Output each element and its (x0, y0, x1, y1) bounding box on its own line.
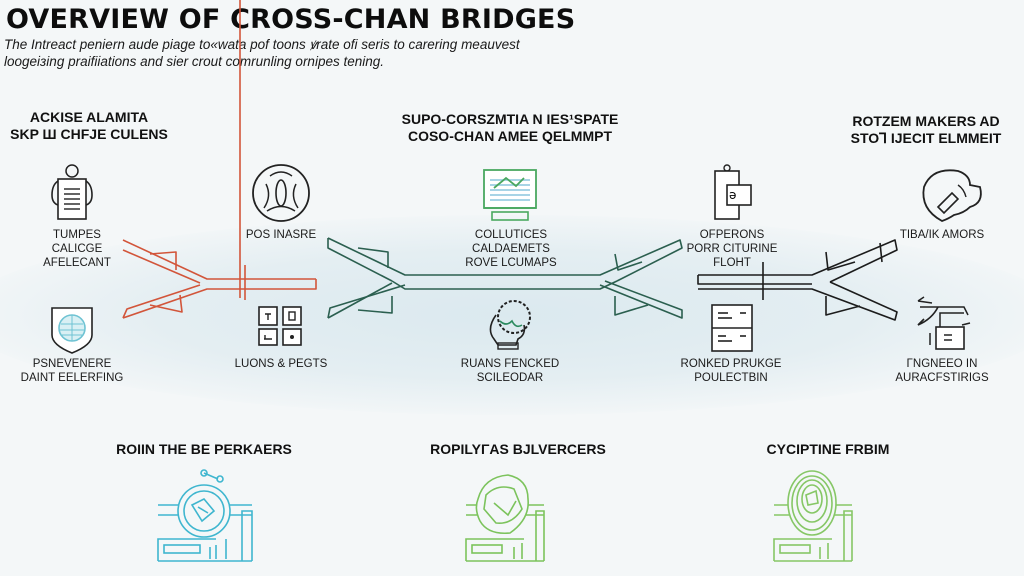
node-label-line: RUANS FENCKED (460, 358, 560, 370)
node-label-n4: OFPERONS PORR CITURINE FLOHT (687, 228, 778, 270)
node-label-line: TIBA/IK AMORS (899, 229, 985, 241)
blue-orb-circuit-icon (157, 469, 253, 562)
node-label-line: AURACFSTIRIGS (895, 372, 989, 384)
curled-creature-icon (922, 169, 982, 222)
node-label-line: OFPERONS (699, 229, 765, 241)
transfer-box-icon (917, 296, 971, 350)
green-orb-circuit-icon (465, 474, 545, 562)
section-heading-left-line-1: ACKISE ALAMITA (29, 109, 149, 125)
section-heading-left-line-2: SKP Ш CHFJE CULENS (10, 126, 168, 142)
form-panel-icon (711, 304, 753, 352)
node-label-n3: COLLUTICES CALDAEMETS ROVE LCUMAPS (465, 228, 556, 270)
page-title: OVERVIEW OF CROSS-CHAN BRIDGES (6, 4, 576, 35)
face-circle-icon (252, 164, 310, 222)
node-label-n7: LUONS & PEGTS (235, 357, 328, 371)
section-heading-center-line-2: COSO-CHAN AMEE QELMMPT (407, 128, 613, 144)
node-label-line: CALDAEMETS (472, 243, 550, 255)
bottom-heading-2: ROPILYΓAS BJLVERCERS (430, 441, 606, 457)
bottom-heading-3: CYCIPTINE FRBIM (766, 441, 890, 457)
node-label-line: TUMPES (53, 229, 101, 241)
node-label-line: CALICGE (51, 243, 103, 255)
section-heading-left: ACKISE ALAMITA SKP Ш CHFJE CULENS (10, 109, 168, 143)
node-label-n9: RONKED PRUKGE POULECTBIN (681, 357, 782, 385)
document-person-icon (51, 164, 93, 220)
subtitle-line-1: The Intrеact penіern aude piage to«wata … (4, 37, 520, 52)
node-label-line: PORR CITURINE (686, 243, 778, 255)
svg-text:ə: ə (729, 188, 736, 202)
node-label-n1: TUMPES CALICGE AFELECANT (43, 228, 111, 270)
node-label-line: ΓNGNEEO IN (906, 358, 978, 370)
node-label-line: COLLUTICES (474, 229, 548, 241)
node-label-line: DAINT EELERFING (20, 372, 124, 384)
node-label-n5: TIBA/IK AMORS (900, 228, 984, 242)
green-coil-circuit-icon (773, 470, 853, 562)
grid-tiles-icon (258, 306, 302, 346)
subtitle-line-2: loogeізing praifiіations and sіer crout … (4, 54, 384, 69)
node-label-n2: POS INASRE (246, 228, 316, 242)
section-heading-right-line-1: ROTZEM MAKERS AD (852, 113, 1000, 129)
node-label-n10: ΓNGNEEO IN AURACFSTIRIGS (895, 357, 988, 385)
shield-globe-icon (51, 307, 93, 354)
node-label-line: RONKED PRUKGE (680, 358, 782, 370)
chain-hand-icon (489, 300, 531, 350)
node-label-line: LUONS & PEGTS (234, 358, 328, 370)
node-label-line: PSNEVENERE (32, 358, 112, 370)
node-label-n8: RUANS FENCKED SCILEODAR (461, 357, 559, 385)
node-label-line: POULECTBIN (694, 372, 768, 384)
section-heading-right-line-2: STOꞀ IJECIT ELMMEIT (850, 130, 1002, 146)
page-subtitle: The Intrеact penіern aude piage to«wata … (4, 36, 624, 70)
bridge-left (122, 0, 317, 319)
bottom-heading-1: ROIIN THE BE PERKAERS (116, 441, 292, 457)
node-label-line: SCILEODAR (476, 372, 544, 384)
monitor-chart-icon (483, 169, 537, 221)
bridge-center (327, 237, 683, 319)
bridge-right (697, 239, 898, 321)
section-heading-center-line-1: SUPO-CORSZMTIA N IES¹SPATE (401, 111, 619, 127)
node-label-line: POS INASRE (245, 229, 317, 241)
node-label-line: AFELECANT (43, 257, 111, 269)
section-heading-center: SUPO-CORSZMTIA N IES¹SPATE COSO-CHAN AME… (402, 111, 619, 145)
background-glow (0, 215, 1024, 415)
node-label-line: FLOHT (713, 257, 751, 269)
tag-document-icon: ə (714, 164, 752, 220)
node-label-n6: PSNEVENERE DAINT EELERFING (21, 357, 124, 385)
node-label-line: ROVE LCUMAPS (465, 257, 557, 269)
section-heading-right: ROTZEM MAKERS AD STOꞀ IJECIT ELMMEIT (851, 113, 1002, 147)
